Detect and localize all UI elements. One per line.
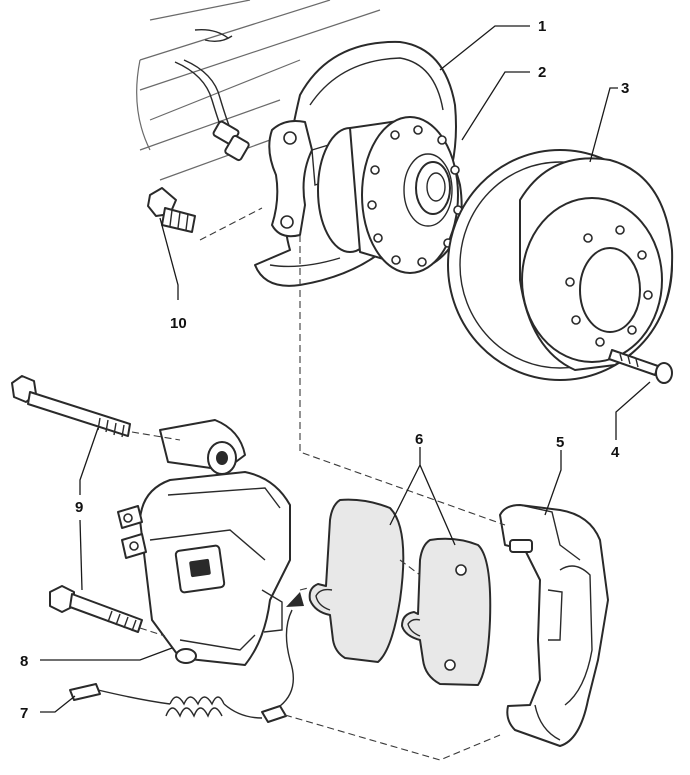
brake-pad-inner (308, 498, 405, 663)
callout-1: 1 (538, 18, 546, 35)
disc-screw (608, 349, 673, 384)
callout-9: 9 (75, 499, 83, 516)
knuckle-bolt (147, 187, 196, 233)
callout-7: 7 (20, 705, 28, 722)
callout-4: 4 (611, 444, 620, 461)
guide-bolt-lower (49, 585, 143, 633)
callout-2: 2 (538, 64, 546, 81)
brake-hose (174, 59, 250, 162)
brake-pad-outer (401, 537, 492, 686)
callout-8: 8 (20, 653, 28, 670)
axle-frame (136, 0, 381, 181)
guide-bolt-upper (11, 375, 131, 438)
leader-lines (40, 25, 651, 713)
callout-5: 5 (556, 434, 564, 451)
callout-labels: 1 2 3 4 5 6 7 8 9 10 (20, 18, 629, 722)
assembly-lines (131, 207, 506, 761)
brake-caliper (117, 419, 291, 666)
brake-disc (447, 149, 674, 381)
callout-3: 3 (621, 80, 629, 97)
wear-sensor (69, 609, 294, 723)
callout-6: 6 (415, 431, 423, 448)
caliper-carrier (499, 504, 609, 747)
callout-10: 10 (170, 315, 187, 332)
pad-fit-arrow (286, 592, 304, 607)
wheel-hub (317, 116, 463, 274)
